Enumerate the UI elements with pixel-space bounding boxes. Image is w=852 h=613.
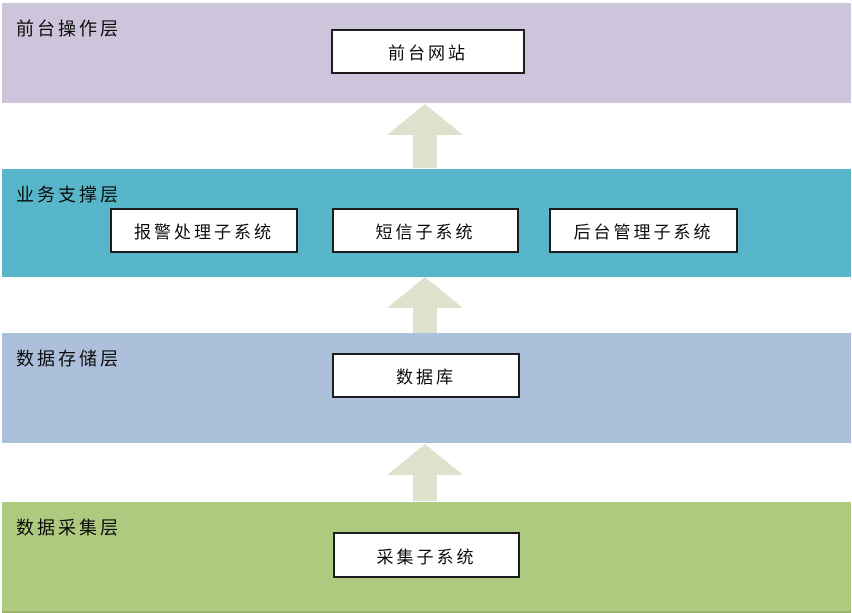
layer-band-data-collection: 数据采集层 采集子系统 bbox=[2, 502, 851, 613]
node-collection-subsystem: 采集子系统 bbox=[333, 532, 520, 578]
layer-label-front-operation: 前台操作层 bbox=[16, 19, 121, 39]
layer-label-business-support: 业务支撑层 bbox=[16, 185, 121, 205]
layer-band-business-support: 业务支撑层 报警处理子系统 短信子系统 后台管理子系统 bbox=[2, 169, 851, 277]
layer-label-data-storage: 数据存储层 bbox=[16, 349, 121, 369]
node-front-website: 前台网站 bbox=[331, 29, 525, 74]
node-alarm-processing-subsystem: 报警处理子系统 bbox=[110, 208, 298, 253]
layer-band-front-operation: 前台操作层 前台网站 bbox=[2, 3, 851, 103]
up-arrow-icon bbox=[387, 444, 463, 501]
node-database: 数据库 bbox=[332, 353, 520, 398]
node-sms-subsystem: 短信子系统 bbox=[332, 208, 519, 253]
layer-label-data-collection: 数据采集层 bbox=[16, 518, 121, 538]
up-arrow-icon bbox=[387, 104, 463, 168]
layer-band-data-storage: 数据存储层 数据库 bbox=[2, 333, 851, 443]
node-backend-admin-subsystem: 后台管理子系统 bbox=[549, 208, 738, 253]
up-arrow-icon bbox=[387, 277, 463, 333]
